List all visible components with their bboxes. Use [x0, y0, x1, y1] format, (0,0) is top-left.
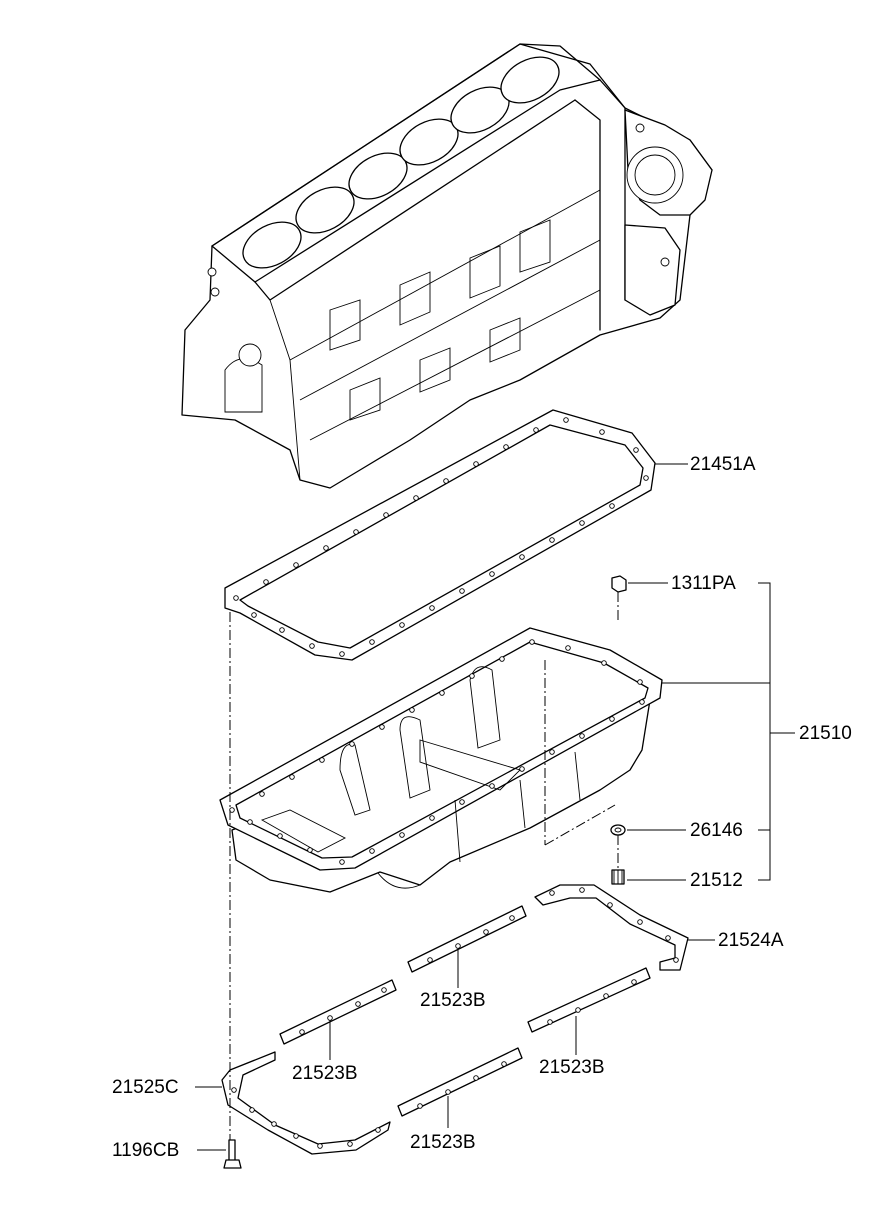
label-21512: 21512: [690, 870, 743, 891]
washer-26146: [610, 824, 626, 836]
label-21523b-lower: 21523B: [410, 1132, 476, 1153]
oil-pan-flange-holes: [229, 639, 645, 865]
oil-pan: [219, 627, 663, 893]
gasket-rail-2: [279, 979, 397, 1045]
leader-lines: [195, 463, 795, 1151]
label-21523b-right: 21523B: [539, 1057, 605, 1078]
label-21451a: 21451A: [690, 454, 756, 475]
gasket-rail-1: [407, 905, 527, 973]
bolt-1311pa: [611, 575, 627, 593]
gasket-rail-4: [397, 1047, 523, 1117]
lower-gasket: [221, 884, 689, 1155]
alignment-lines: [229, 592, 619, 1140]
label-21524a: 21524A: [718, 930, 784, 951]
drain-plug-21512: [611, 869, 625, 885]
label-21523b-upper: 21523B: [420, 990, 486, 1011]
label-26146: 26146: [690, 820, 743, 841]
bolt-1196cb: [223, 1139, 242, 1169]
label-1311pa: 1311PA: [671, 573, 736, 594]
gasket-rail-3: [527, 967, 651, 1033]
upper-gasket: [224, 409, 656, 661]
label-21525c: 21525C: [112, 1077, 179, 1098]
lower-gasket-holes: [231, 887, 679, 1149]
label-1196cb: 1196CB: [112, 1140, 180, 1161]
upper-gasket-holes: [233, 417, 649, 657]
engine-block: [181, 43, 713, 489]
cylinder-bores: [242, 56, 560, 269]
label-21523b-left: 21523B: [292, 1063, 358, 1084]
label-21510: 21510: [799, 723, 852, 744]
